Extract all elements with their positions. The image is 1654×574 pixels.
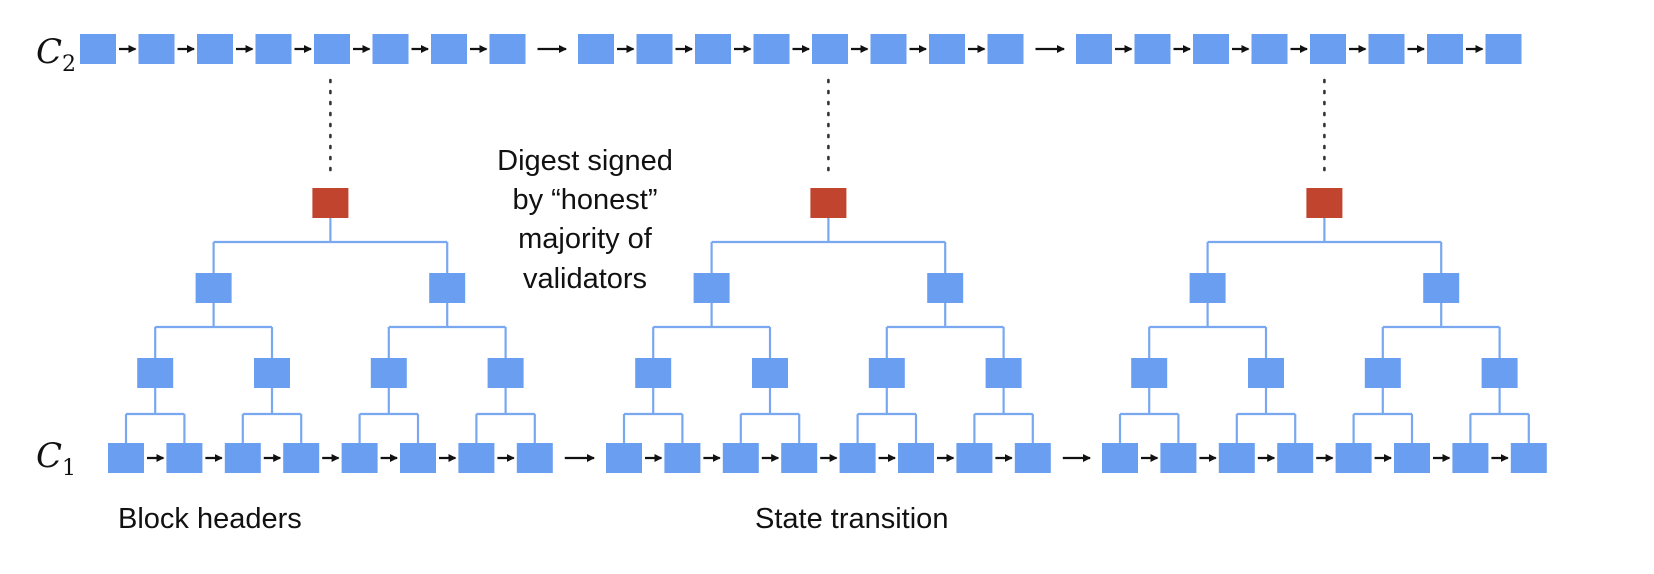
tree-node	[1481, 358, 1518, 388]
c2-block	[372, 34, 409, 64]
signed-digest-block	[1306, 188, 1343, 218]
c1-block	[1510, 443, 1547, 473]
c1-chain	[108, 443, 1547, 473]
c2-block	[870, 34, 907, 64]
c2-block	[753, 34, 790, 64]
signed-digest-block	[312, 188, 349, 218]
c1-block	[400, 443, 436, 473]
c2-block	[1310, 34, 1346, 64]
c2-block	[197, 34, 233, 64]
c2-block	[138, 34, 175, 64]
c1-block	[606, 443, 642, 473]
c1-block	[781, 443, 818, 473]
tree-node	[868, 358, 905, 388]
c2-block	[636, 34, 673, 64]
c1-chain-label: C1	[36, 436, 76, 481]
c2-block	[314, 34, 350, 64]
tree-node	[985, 358, 1022, 388]
tree-node	[195, 273, 232, 303]
c2-block	[1193, 34, 1229, 64]
digest-caption-line: validators	[523, 263, 647, 295]
digest-caption: Digest signed by “honest” majority of va…	[497, 145, 673, 295]
c2-block	[255, 34, 292, 64]
tree-node	[254, 358, 290, 388]
c1-block	[1335, 443, 1372, 473]
c1-block	[898, 443, 934, 473]
tree-node	[429, 273, 466, 303]
tree-node	[1364, 358, 1401, 388]
c1-block	[108, 443, 144, 473]
tree-node	[635, 358, 672, 388]
tree-node	[1248, 358, 1284, 388]
c2-chain	[80, 34, 1522, 64]
c1-block	[664, 443, 701, 473]
c2-block	[578, 34, 614, 64]
tree-node	[693, 273, 730, 303]
c1-block	[283, 443, 320, 473]
state-transition-caption: State transition	[755, 503, 948, 535]
c1-block	[224, 443, 261, 473]
signed-digest-block	[810, 188, 847, 218]
c1-block	[458, 443, 495, 473]
c2-block	[1251, 34, 1288, 64]
c2-block	[431, 34, 467, 64]
c2-block	[929, 34, 965, 64]
digest-caption-line: majority of	[518, 223, 653, 255]
merkle-trees	[124, 78, 1530, 443]
c2-block	[1485, 34, 1522, 64]
tree-node	[1423, 273, 1460, 303]
c2-block	[1368, 34, 1405, 64]
c1-block	[341, 443, 378, 473]
digest-caption-line: Digest signed	[497, 145, 673, 177]
c2-block	[695, 34, 731, 64]
c1-block	[839, 443, 876, 473]
c1-block	[1452, 443, 1489, 473]
tree-node	[927, 273, 964, 303]
c1-block	[956, 443, 993, 473]
digest-caption-line: by “honest”	[512, 184, 657, 216]
c1-block	[1014, 443, 1051, 473]
c2-chain-label: C2	[36, 32, 76, 77]
tree-node	[487, 358, 524, 388]
c2-block	[489, 34, 526, 64]
c1-block	[1394, 443, 1430, 473]
c2-block	[1076, 34, 1112, 64]
c2-block	[80, 34, 116, 64]
c2-block	[812, 34, 848, 64]
block-headers-caption: Block headers	[118, 503, 302, 535]
tree-node	[752, 358, 788, 388]
c1-block	[1218, 443, 1255, 473]
c1-block	[1102, 443, 1138, 473]
tree-node	[370, 358, 407, 388]
c2-block	[1134, 34, 1171, 64]
tree-node	[1131, 358, 1168, 388]
c1-block	[1160, 443, 1197, 473]
c2-block	[1427, 34, 1463, 64]
c1-block	[166, 443, 203, 473]
c2-block	[987, 34, 1024, 64]
c1-block	[722, 443, 759, 473]
c1-block	[516, 443, 553, 473]
tree-node	[137, 358, 174, 388]
c1-block	[1277, 443, 1314, 473]
tree-node	[1189, 273, 1226, 303]
